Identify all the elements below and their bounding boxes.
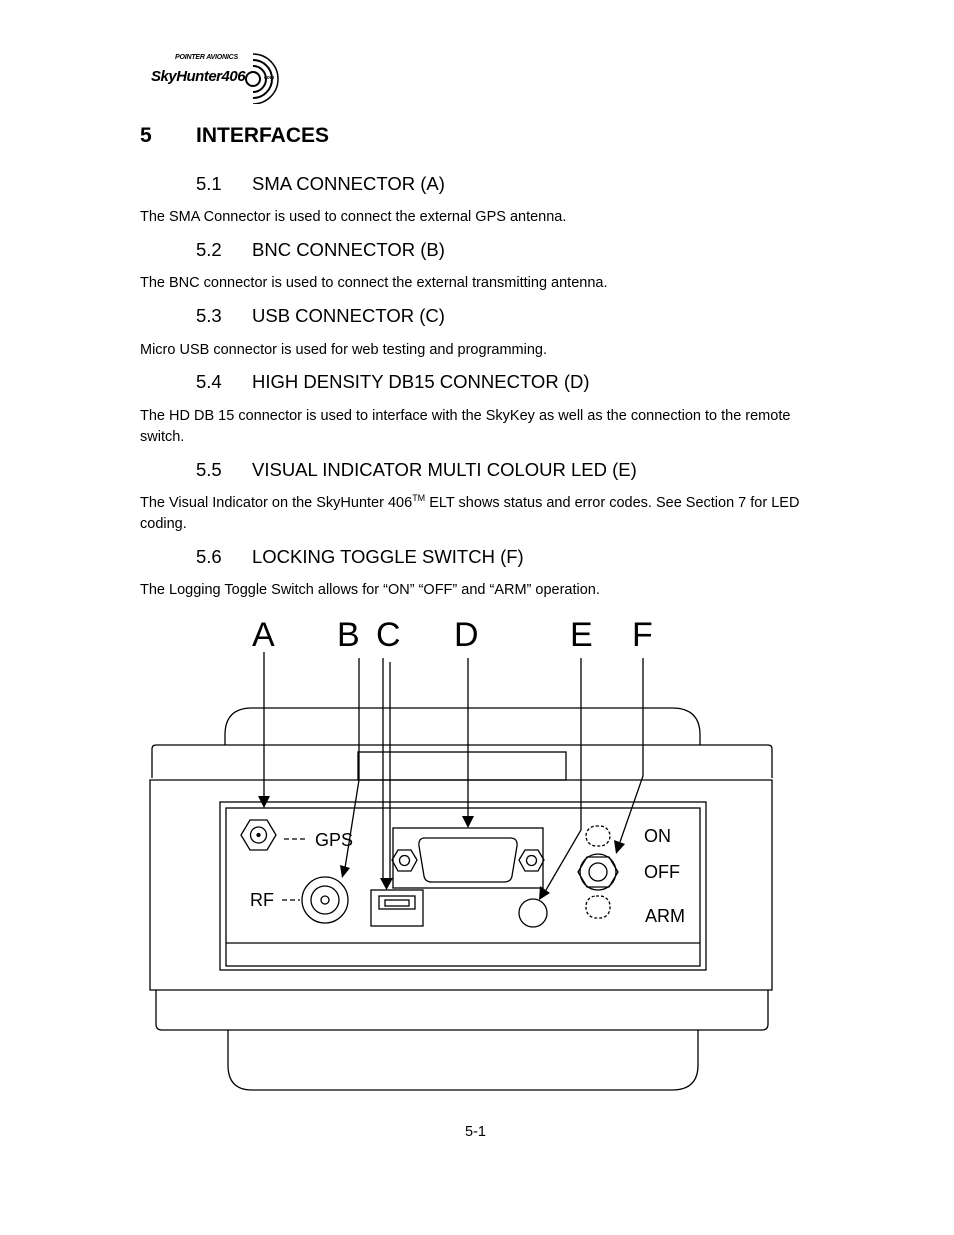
label-plate <box>357 751 567 781</box>
housing-top <box>224 707 701 745</box>
usb-connector <box>370 889 424 927</box>
paragraph: The SMA Connector is used to connect the… <box>140 209 567 225</box>
subsection-number: 5.4 <box>196 371 222 392</box>
arrow-icon <box>258 796 270 808</box>
housing-bottom <box>227 1030 699 1091</box>
paragraph-text: The Visual Indicator on the SkyHunter 40… <box>140 495 413 511</box>
bnc-connector <box>301 876 349 924</box>
paragraph: The HD DB 15 connector is used to interf… <box>140 408 791 445</box>
panel-top-edge <box>151 744 773 778</box>
switch-off-label: OFF <box>644 862 680 882</box>
subsection-title: USB CONNECTOR (C) <box>252 305 445 326</box>
switch-arm-label: ARM <box>645 906 685 926</box>
subsection-title: VISUAL INDICATOR MULTI COLOUR LED (E) <box>252 459 637 480</box>
arrow-icon <box>539 886 550 900</box>
gps-label: GPS <box>315 830 353 850</box>
subsection-title: LOCKING TOGGLE SWITCH (F) <box>252 546 524 567</box>
section-number: 5 <box>140 124 152 147</box>
arrow-icon <box>380 878 393 890</box>
subsection-title: HIGH DENSITY DB15 CONNECTOR (D) <box>252 371 590 392</box>
subsection-number: 5.3 <box>196 305 222 326</box>
callout-letter-b: B <box>337 616 360 654</box>
skyhunter-logo: POINTER AVIONICS SkyHunter406 com <box>140 42 280 104</box>
logo-tagline: POINTER AVIONICS <box>175 54 238 61</box>
paragraph: The Logging Toggle Switch allows for “ON… <box>140 582 600 598</box>
subsection-number: 5.6 <box>196 546 222 567</box>
paragraph: The Visual Indicator on the SkyHunter 40… <box>140 493 820 535</box>
device-interface-diagram: A B C D E F GPS RF ON OFF ARM <box>149 616 773 1091</box>
toggle-on-position <box>585 825 611 847</box>
toggle-arm-position <box>585 895 611 919</box>
arrow-icon <box>340 865 350 878</box>
base-plate <box>155 990 769 1031</box>
paragraph: The BNC connector is used to connect the… <box>140 275 608 291</box>
leader-line-f <box>619 658 644 843</box>
callout-letter-c: C <box>376 616 401 654</box>
sma-connector <box>240 819 277 851</box>
rf-label: RF <box>250 890 274 910</box>
callout-letter-e: E <box>570 616 593 654</box>
paragraph-text: ELT shows status and error codes. See Se… <box>140 495 800 532</box>
led-indicator <box>518 898 548 928</box>
front-panel <box>149 779 773 991</box>
logo-suffix: com <box>264 75 275 81</box>
subsection-title: SMA CONNECTOR (A) <box>252 173 445 194</box>
section-title: INTERFACES <box>196 124 330 147</box>
paragraph: Micro USB connector is used for web test… <box>140 342 547 358</box>
callout-letter-f: F <box>632 616 653 654</box>
connector-recess-inner <box>225 807 701 967</box>
page-number: 5-1 <box>465 1124 486 1140</box>
switch-on-label: ON <box>644 826 671 846</box>
callout-letter-a: A <box>252 616 275 654</box>
logo-wordmark: SkyHunter406 <box>151 68 246 85</box>
subsection-title: BNC CONNECTOR (B) <box>252 239 445 260</box>
leader-line-b <box>344 658 360 869</box>
subsection-number: 5.2 <box>196 239 222 260</box>
leader-line-e <box>545 658 582 891</box>
subsection-number: 5.1 <box>196 173 222 194</box>
callout-letter-d: D <box>454 616 479 654</box>
connector-recess <box>219 801 707 971</box>
subsection-number: 5.5 <box>196 459 222 480</box>
arrow-icon <box>614 840 625 854</box>
trademark-mark: TM <box>412 493 426 503</box>
signal-arcs-icon <box>245 53 279 104</box>
arrow-icon <box>462 816 474 828</box>
